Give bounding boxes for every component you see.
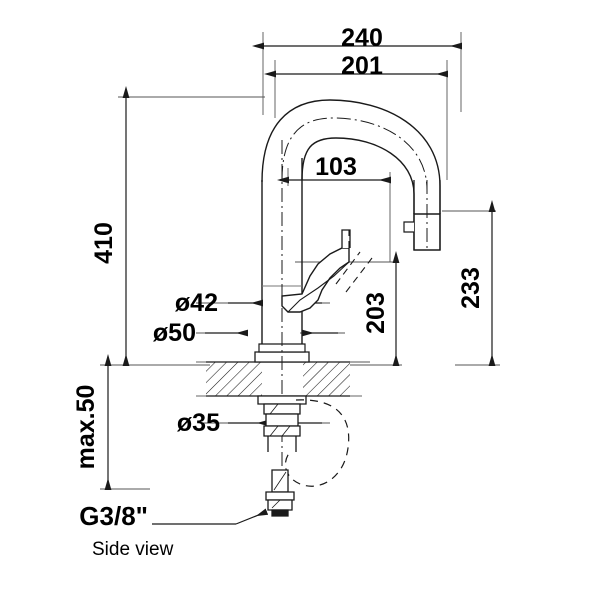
centerlines	[281, 117, 428, 500]
dimension-label-max50: max.50	[72, 385, 100, 470]
dimension-label-g38: G3/8"	[79, 501, 148, 531]
handle-raised-position-dashed	[335, 230, 373, 293]
tailpiece-assembly	[257, 395, 307, 452]
dimension-label-d42: ø42	[175, 289, 218, 317]
dimension-label-201: 201	[341, 52, 383, 80]
dimension-label-240: 240	[341, 24, 383, 52]
extension-lines	[100, 32, 500, 490]
view-caption: Side view	[92, 539, 174, 560]
g38-leader-line	[152, 508, 269, 525]
dimension-label-d50: ø50	[153, 319, 196, 347]
dimension-label-d35: ø35	[177, 409, 220, 437]
dimension-label-203: 203	[362, 292, 390, 334]
dimension-label-410: 410	[90, 222, 118, 264]
dimension-label-233: 233	[457, 267, 485, 309]
g38-connector	[265, 469, 295, 517]
countertop-section	[196, 361, 370, 397]
dimension-label-103: 103	[315, 153, 357, 181]
faucet-body	[254, 99, 441, 363]
